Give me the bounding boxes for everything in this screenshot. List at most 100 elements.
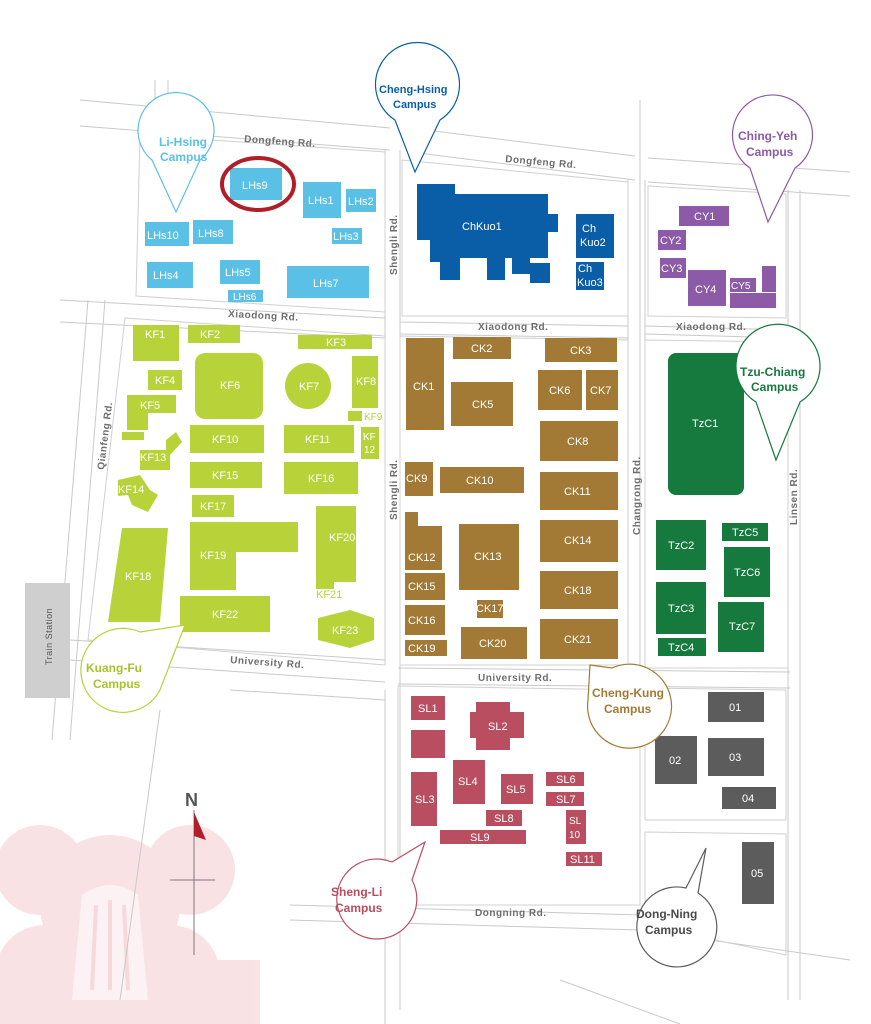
building-ck14[interactable] (540, 520, 618, 562)
building-sl7[interactable] (546, 792, 584, 806)
building-chkuo1-annex[interactable] (530, 263, 550, 283)
label-kf13: KF13 (140, 452, 166, 464)
building-ck12[interactable] (405, 512, 442, 570)
callout-dongning[interactable]: Dong-Ning Campus (636, 847, 718, 968)
building-ck13[interactable] (459, 524, 519, 590)
building-lhs3[interactable] (332, 228, 362, 244)
building-ck10[interactable] (440, 467, 524, 493)
building-01[interactable] (708, 692, 764, 722)
building-cy5-tower[interactable] (762, 266, 776, 292)
callout-chenghsing[interactable]: Cheng-Hsing Campus (374, 42, 461, 174)
building-kf1[interactable] (133, 325, 179, 361)
building-sl4[interactable] (453, 760, 485, 804)
building-lhs2[interactable] (346, 189, 376, 212)
building-tzc7[interactable] (718, 602, 764, 652)
callout-shengli[interactable]: Sheng-Li Campus (331, 840, 427, 940)
building-tzc1[interactable] (668, 353, 744, 495)
building-05[interactable] (742, 842, 774, 904)
building-ck3[interactable] (545, 338, 617, 362)
building-02[interactable] (655, 736, 697, 784)
building-kf9[interactable] (348, 411, 362, 421)
building-sl11[interactable] (566, 852, 602, 866)
building-ck8[interactable] (540, 421, 618, 461)
building-ck20[interactable] (461, 627, 527, 659)
building-sl6[interactable] (546, 772, 584, 786)
callout-kuangfu[interactable]: Kuang-Fu Campus (80, 624, 186, 713)
building-kf5[interactable] (127, 395, 176, 430)
label-lhs5: LHs5 (225, 267, 251, 279)
building-kf2[interactable] (188, 325, 240, 343)
building-ck7[interactable] (586, 370, 618, 410)
callout-tzuchiang[interactable]: Tzu-Chiang Campus (735, 323, 821, 462)
building-sl3[interactable] (411, 772, 437, 826)
callout-chengkung[interactable]: Cheng-Kung Campus (586, 663, 673, 749)
building-sl1-annex[interactable] (411, 730, 445, 758)
building-tzc5[interactable] (722, 523, 768, 541)
building-cy2[interactable] (658, 230, 686, 250)
building-sl5[interactable] (501, 774, 533, 804)
building-lhs6[interactable] (228, 290, 263, 302)
building-ck17[interactable] (477, 600, 503, 618)
building-ck1[interactable] (406, 338, 444, 430)
building-chkuo1[interactable] (417, 184, 558, 280)
building-kf4[interactable] (148, 370, 182, 390)
building-ck9[interactable] (405, 462, 433, 496)
building-kf8[interactable] (352, 356, 378, 408)
building-cy3[interactable] (660, 258, 686, 278)
building-kf18[interactable] (108, 528, 168, 622)
building-chkuo3[interactable] (576, 262, 604, 290)
building-lhs9[interactable] (230, 168, 282, 200)
building-ck5[interactable] (451, 382, 513, 426)
building-ck15[interactable] (405, 573, 445, 600)
building-ck16[interactable] (405, 605, 445, 635)
building-lhs5[interactable] (220, 260, 260, 284)
building-tzc3[interactable] (656, 582, 706, 634)
building-sl1[interactable] (411, 696, 445, 720)
building-kf3[interactable] (298, 335, 372, 349)
building-kf5-annex[interactable] (122, 432, 144, 440)
building-lhs1[interactable] (303, 182, 341, 218)
building-kf22[interactable] (180, 596, 270, 632)
building-sl9[interactable] (440, 830, 526, 844)
building-cy5[interactable] (730, 278, 756, 292)
building-kf21[interactable] (316, 583, 334, 589)
building-kf23[interactable] (318, 610, 374, 648)
building-03[interactable] (708, 738, 764, 776)
building-04[interactable] (722, 787, 776, 809)
building-kf11[interactable] (284, 425, 354, 453)
building-chkuo2[interactable] (576, 214, 614, 258)
building-ck11[interactable] (540, 472, 618, 510)
building-kf20[interactable] (316, 506, 356, 588)
building-lhs10[interactable] (145, 222, 189, 246)
building-sl10[interactable] (566, 810, 586, 844)
label-kf11: KF11 (305, 434, 330, 446)
building-kf7[interactable] (285, 363, 331, 409)
building-kf13[interactable] (140, 432, 182, 470)
building-ck21[interactable] (540, 619, 618, 659)
building-ck19[interactable] (405, 640, 447, 656)
building-lhs8[interactable] (193, 220, 233, 244)
callout-lihsing[interactable]: Li-Hsing Campus (137, 92, 215, 214)
building-lhs7[interactable] (287, 266, 369, 298)
building-ck18[interactable] (540, 571, 618, 609)
building-sl2[interactable] (470, 702, 524, 750)
building-tzc6[interactable] (724, 547, 770, 597)
building-kf16[interactable] (284, 462, 358, 494)
callout-chingyeh[interactable]: Ching-Yeh Campus (731, 94, 814, 224)
building-kf15[interactable] (190, 462, 262, 488)
building-kf12[interactable] (361, 427, 379, 459)
building-cy4[interactable] (688, 270, 726, 306)
building-ck6[interactable] (538, 370, 582, 410)
building-kf14[interactable] (118, 475, 158, 512)
building-cy5-annex[interactable] (730, 293, 776, 308)
building-tzc4[interactable] (658, 638, 706, 656)
building-kf10[interactable] (190, 425, 264, 453)
building-kf19[interactable] (190, 522, 298, 590)
building-kf6[interactable] (195, 353, 263, 419)
building-cy1[interactable] (679, 206, 729, 226)
building-sl8[interactable] (486, 810, 522, 826)
building-lhs4[interactable] (147, 262, 193, 288)
building-tzc2[interactable] (656, 520, 706, 570)
building-ck2[interactable] (453, 337, 511, 359)
building-kf17[interactable] (192, 495, 234, 517)
